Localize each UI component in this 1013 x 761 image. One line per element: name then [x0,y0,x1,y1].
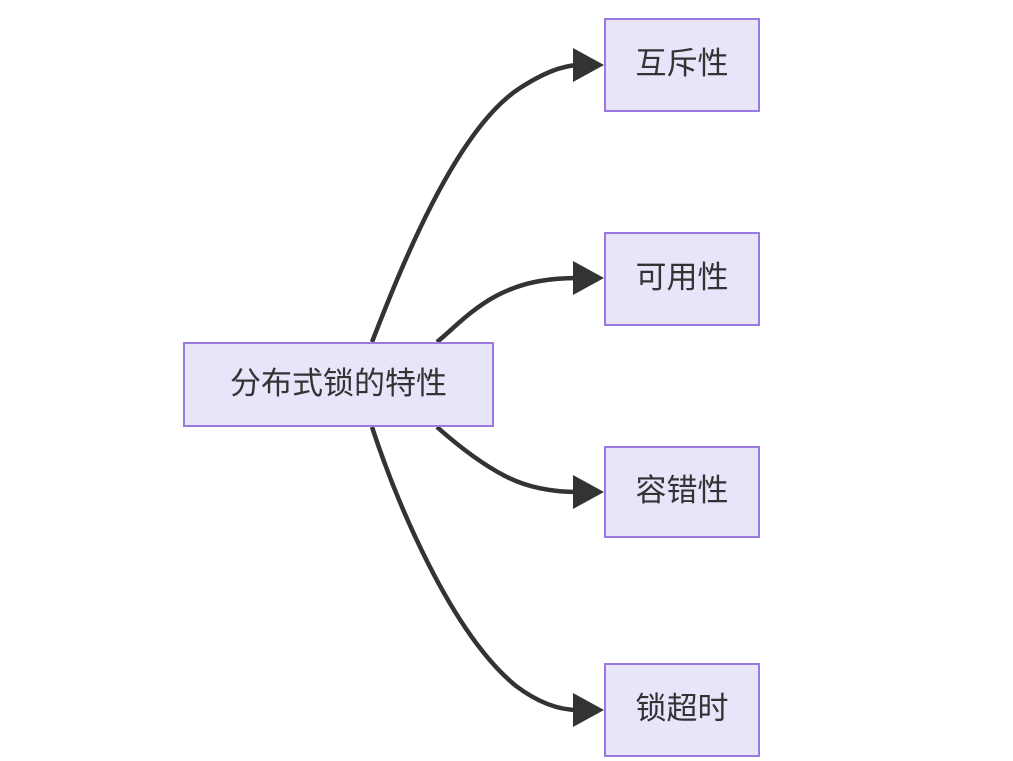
node-child-2-label: 容错性 [635,473,729,510]
node-child-2[interactable]: 容错性 [604,446,760,538]
node-child-1-label: 可用性 [635,260,729,297]
node-child-1[interactable]: 可用性 [604,232,760,326]
edge-root-to-child-2 [435,425,604,509]
node-child-0[interactable]: 互斥性 [604,18,760,112]
node-child-3-label: 锁超时 [635,691,729,728]
node-child-0-label: 互斥性 [635,46,729,83]
node-child-3[interactable]: 锁超时 [604,663,760,757]
arrow-head-icon [573,693,604,727]
arrow-head-icon [573,261,604,295]
node-root-label: 分布式锁的特性 [230,365,447,402]
edge-root-to-child-0 [369,48,604,343]
edge-root-to-child-1 [435,261,604,344]
node-root[interactable]: 分布式锁的特性 [183,342,494,427]
edge-root-to-child-3 [369,426,604,727]
arrow-head-icon [573,48,604,82]
arrow-head-icon [573,475,604,509]
